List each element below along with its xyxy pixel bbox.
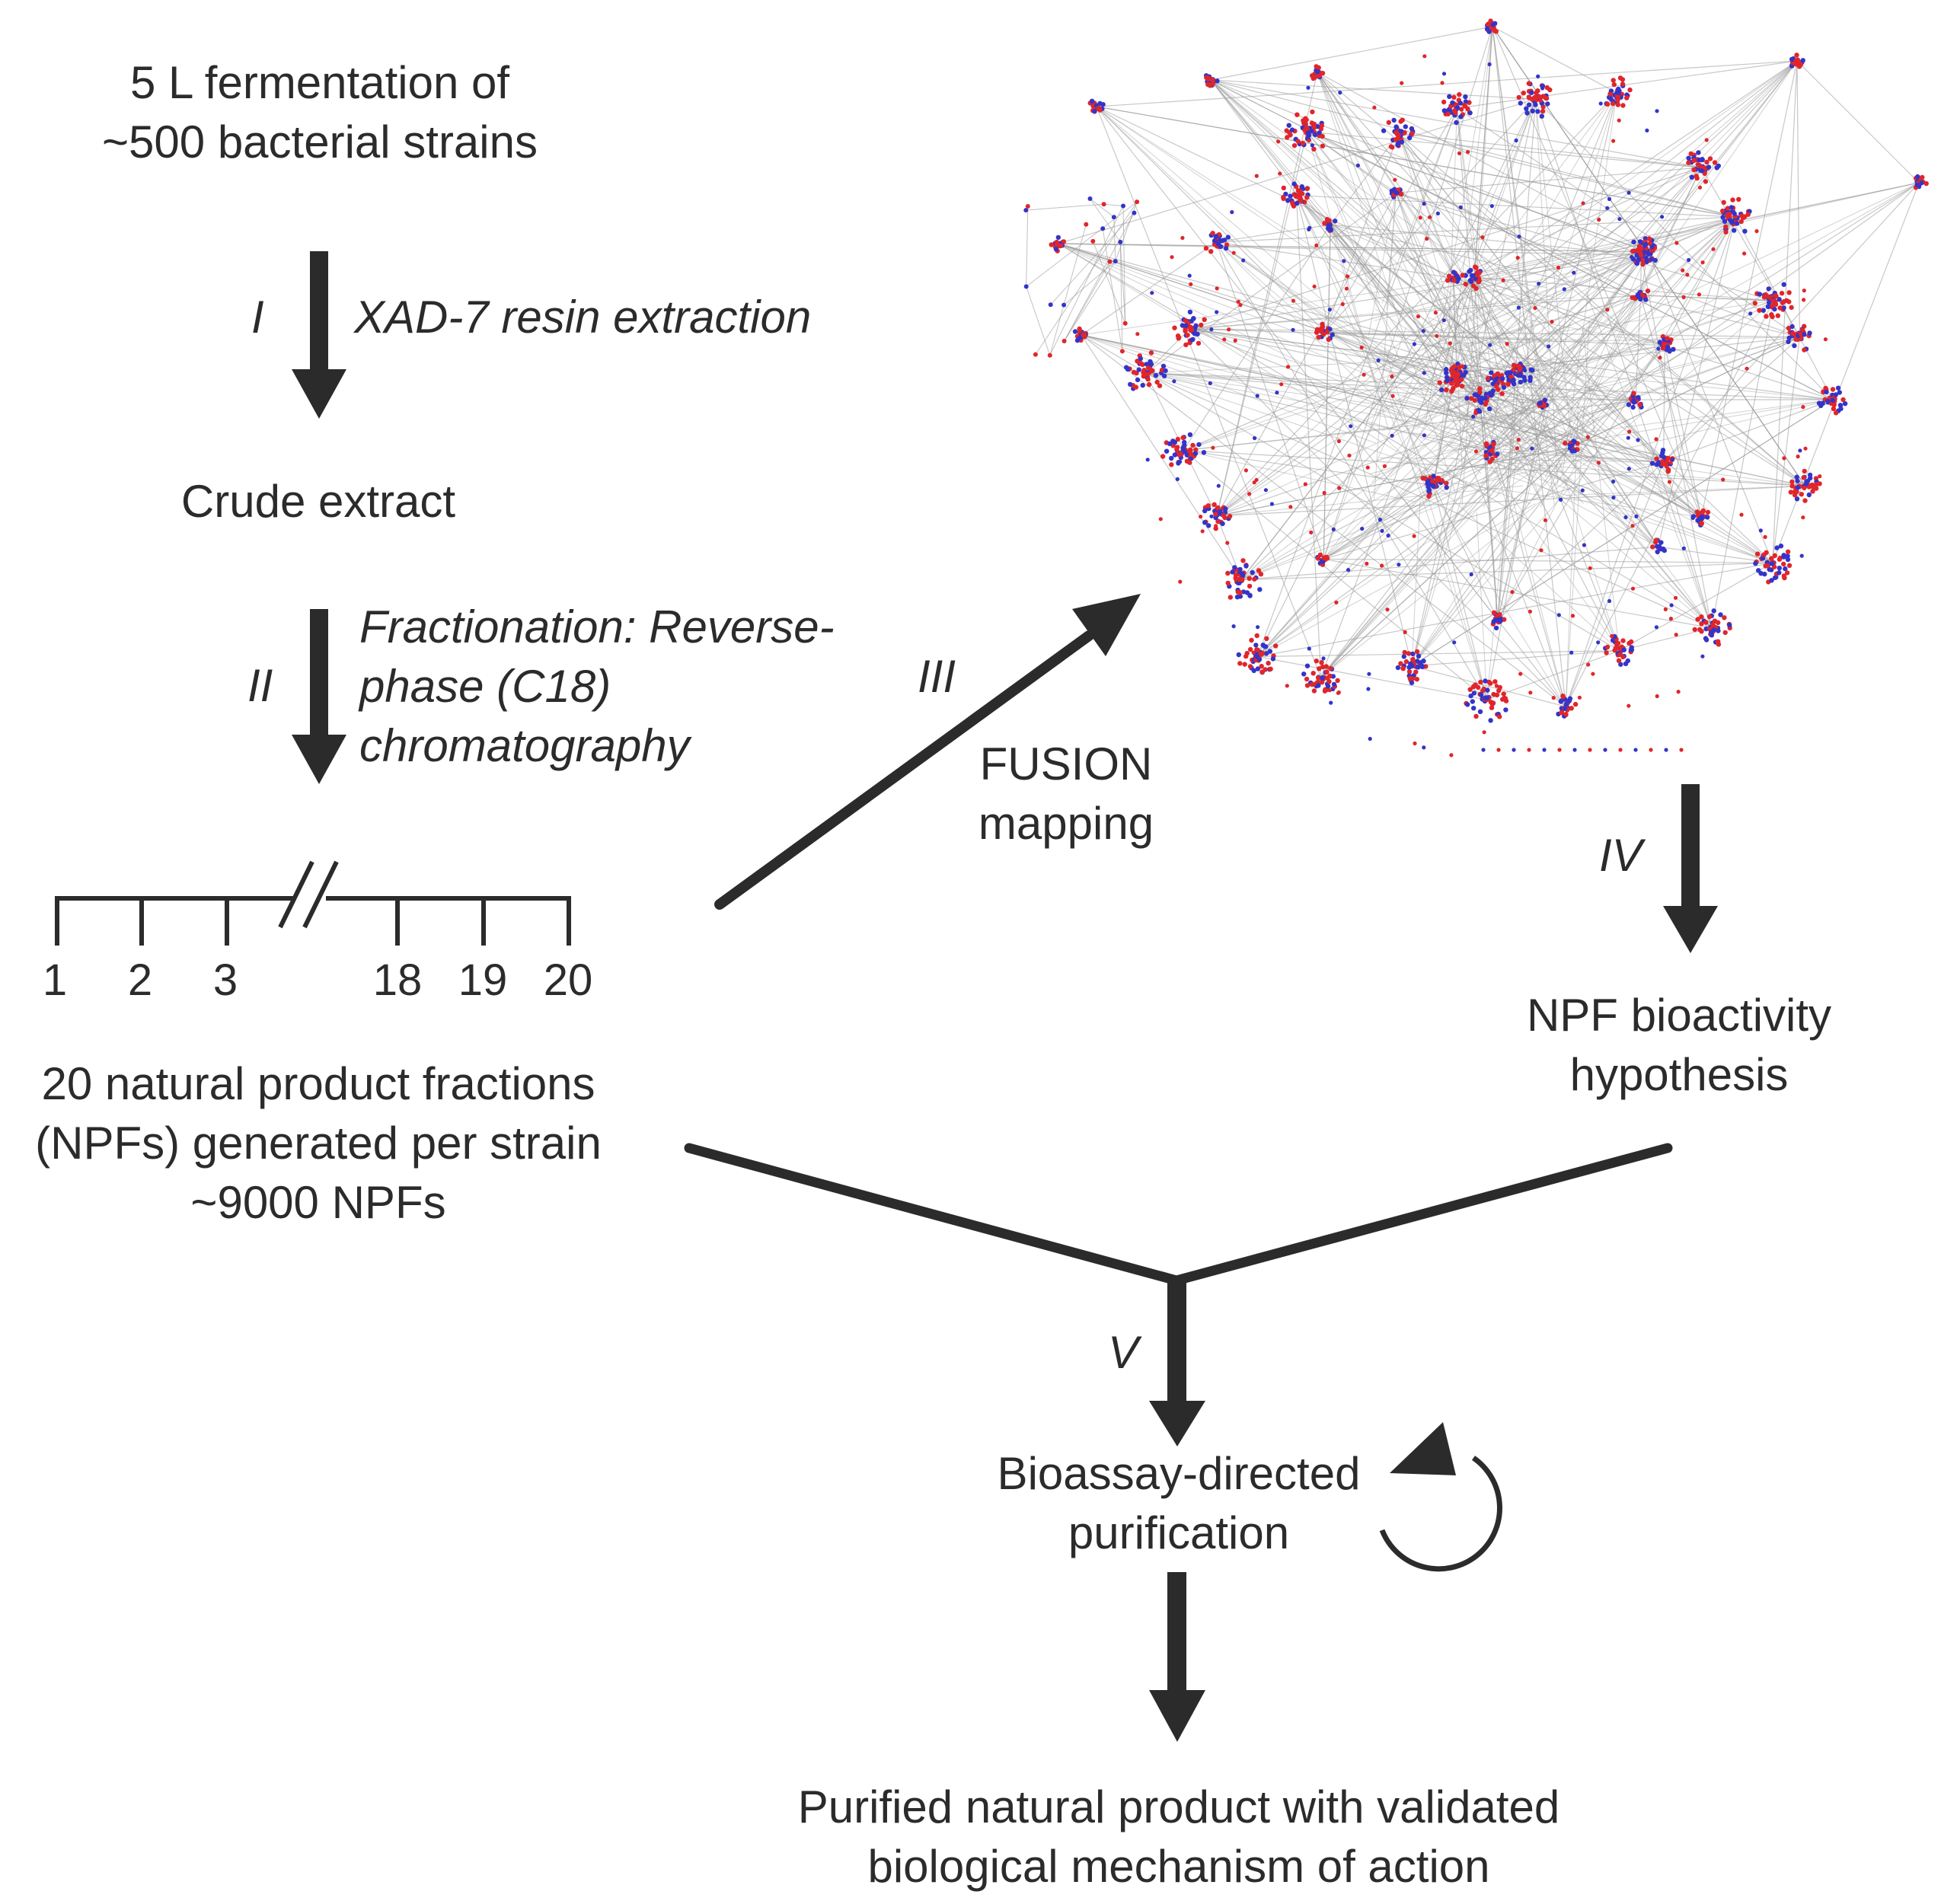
start-label-line-1: 5 L fermentation of	[129, 57, 510, 108]
axis-tick-label-19: 19	[458, 955, 508, 1005]
step-2-label-line-1: Fractionation: Reverse-	[359, 601, 835, 652]
network-graph-icon	[1023, 18, 1929, 757]
step-2-numeral: II	[247, 660, 273, 711]
step-3-label-line-1: FUSION	[979, 738, 1153, 789]
arrow-step-5	[1149, 1279, 1205, 1446]
axis-tick-label-20: 20	[543, 955, 593, 1005]
step-5-numeral: V	[1108, 1327, 1139, 1378]
arrow-step-1	[292, 251, 346, 419]
step-2-label-line-3: chromatography	[359, 720, 690, 771]
step-4-numeral: IV	[1599, 830, 1643, 881]
axis-tick-label-2: 2	[127, 955, 153, 1005]
result-label-line-2: biological mechanism of action	[867, 1841, 1490, 1892]
crude-extract-label: Crude extract	[180, 476, 456, 527]
merge-lines	[684, 1143, 1673, 1286]
result-label-line-1: Purified natural product with validated	[797, 1781, 1560, 1832]
start-label: 5 L fermentation of ~500 bacterial strai…	[102, 53, 538, 172]
axis-tick-label-1: 1	[42, 955, 68, 1005]
step-1-label: XAD-7 resin extraction	[354, 292, 812, 343]
arrow-step-2	[292, 609, 346, 784]
hypothesis-label: NPF bioactivity hypothesis	[1527, 986, 1831, 1105]
step-2-label-line-2: phase (C18)	[359, 661, 611, 712]
axis-tick-label-18: 18	[372, 955, 423, 1005]
hypothesis-label-line-2: hypothesis	[1569, 1049, 1789, 1100]
axis-break-icon	[278, 860, 339, 929]
hypothesis-label-line-1: NPF bioactivity	[1526, 990, 1832, 1041]
arrow-step-3	[714, 594, 1141, 910]
arrow-step-4	[1663, 784, 1718, 953]
purification-label-line-2: purification	[1068, 1507, 1290, 1558]
fractions-label-line-2: (NPFs) generated per strain	[35, 1118, 602, 1169]
fraction-axis	[55, 860, 571, 946]
axis-tick-label-3: 3	[212, 955, 238, 1005]
arrow-final	[1149, 1572, 1205, 1742]
fractions-label: 20 natural product fractions (NPFs) gene…	[35, 1054, 602, 1233]
purification-label-line-1: Bioassay-directed	[997, 1448, 1361, 1499]
step-2-label: Fractionation: Reverse- phase (C18) chro…	[359, 598, 835, 776]
purification-label: Bioassay-directed purification	[998, 1444, 1361, 1563]
cycle-arrow-icon	[1379, 1422, 1502, 1572]
start-label-line-2: ~500 bacterial strains	[102, 116, 538, 167]
fractions-label-line-3: ~9000 NPFs	[190, 1177, 446, 1228]
step-1-numeral: I	[251, 292, 264, 343]
step-3-label: FUSION mapping	[978, 735, 1154, 853]
step-3-numeral: III	[918, 651, 956, 702]
step-3-label-line-2: mapping	[978, 798, 1154, 849]
fractions-label-line-1: 20 natural product fractions	[41, 1058, 595, 1109]
result-label: Purified natural product with validated …	[798, 1778, 1560, 1896]
